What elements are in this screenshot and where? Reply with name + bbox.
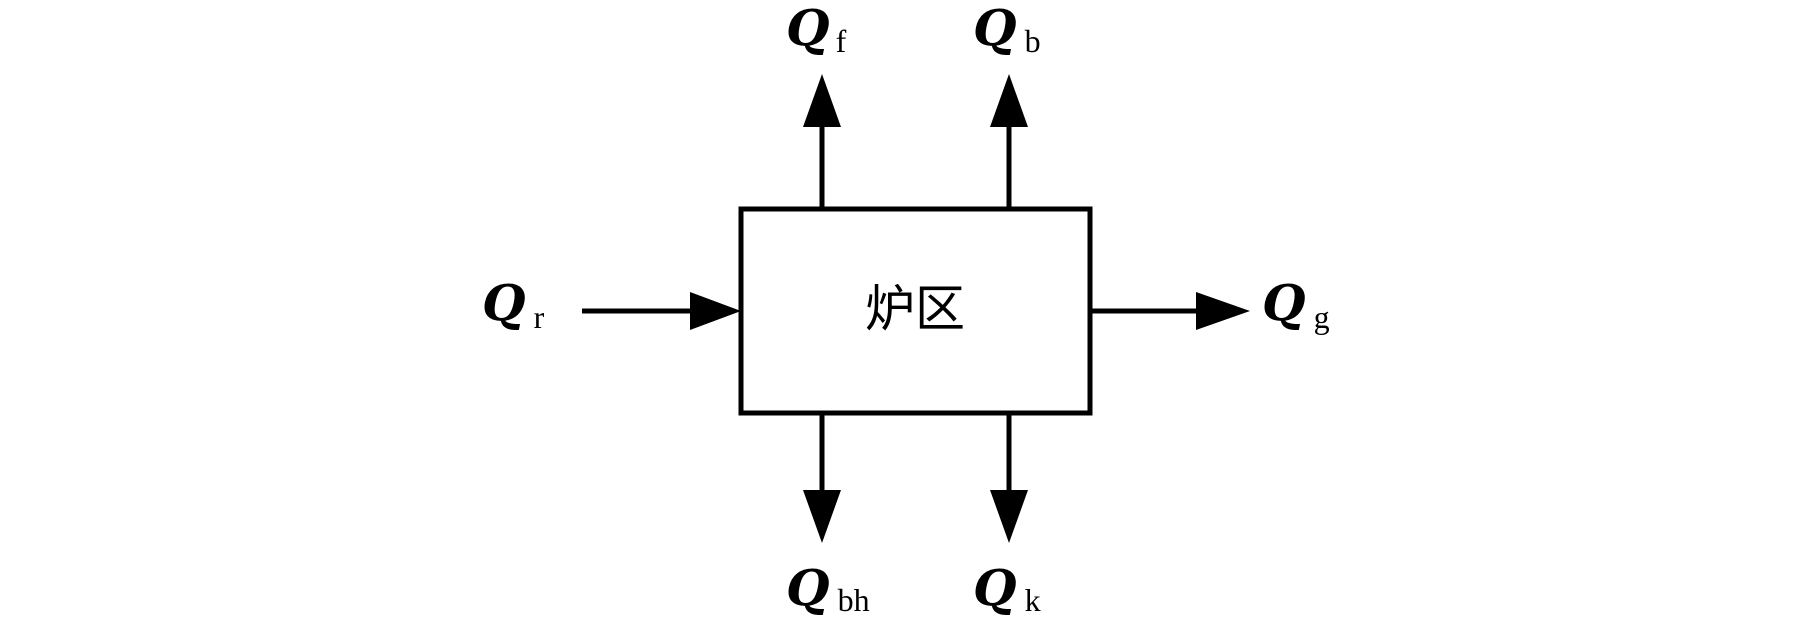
arrow-qf [803,74,841,209]
arrow-qr [582,292,741,330]
arrow-qbh [803,413,841,543]
arrow-qg [1090,292,1250,330]
arrow-qb [990,74,1028,209]
furnace-zone-label: 炉区 [865,280,965,338]
furnace-zone-box [738,206,1093,416]
arrow-qk [990,413,1028,543]
